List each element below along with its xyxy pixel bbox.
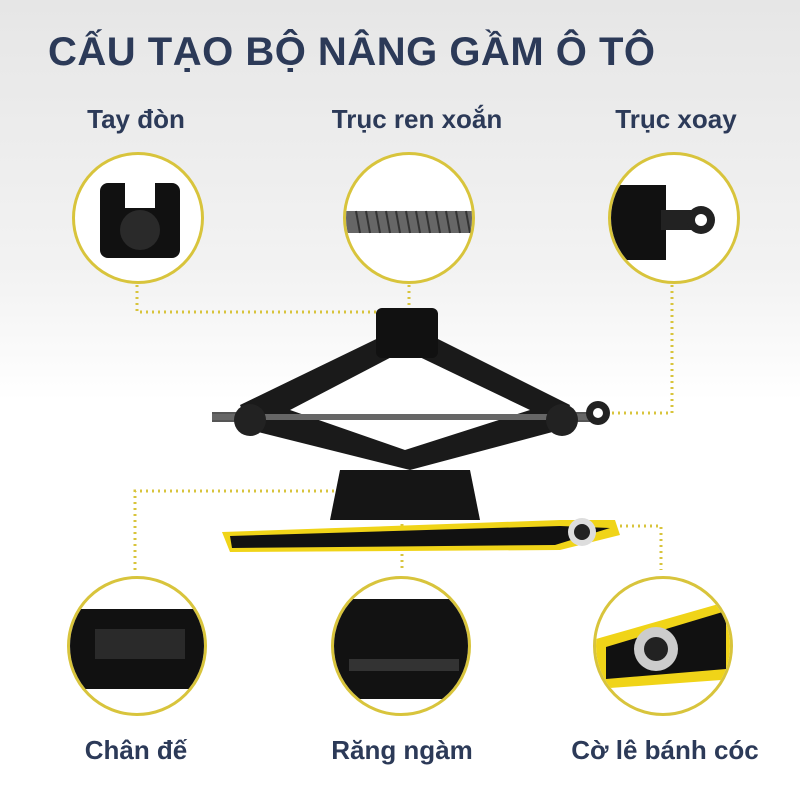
label-truc-ren-xoan: Trục ren xoắn xyxy=(331,104,503,134)
scissor-jack-image xyxy=(212,308,610,520)
page-title: CẤU TẠO BỘ NÂNG GẦM Ô TÔ xyxy=(48,30,656,74)
detail-tay-don xyxy=(72,152,204,284)
detail-chan-de xyxy=(67,576,207,716)
label-rang-ngam: Răng ngàm xyxy=(331,735,473,765)
label-chan-de: Chân đế xyxy=(84,735,188,765)
label-truc-xoay: Trục xoay xyxy=(615,104,737,134)
label-tay-don: Tay đòn xyxy=(87,104,185,134)
detail-rang-ngam xyxy=(331,576,471,716)
detail-truc-ren-xoan xyxy=(343,152,475,284)
label-co-le-banh-coc: Cờ lê bánh cóc xyxy=(571,735,759,765)
detail-truc-xoay xyxy=(608,152,740,284)
ratchet-wrench-image xyxy=(222,518,620,552)
detail-co-le-banh-coc xyxy=(593,576,733,716)
